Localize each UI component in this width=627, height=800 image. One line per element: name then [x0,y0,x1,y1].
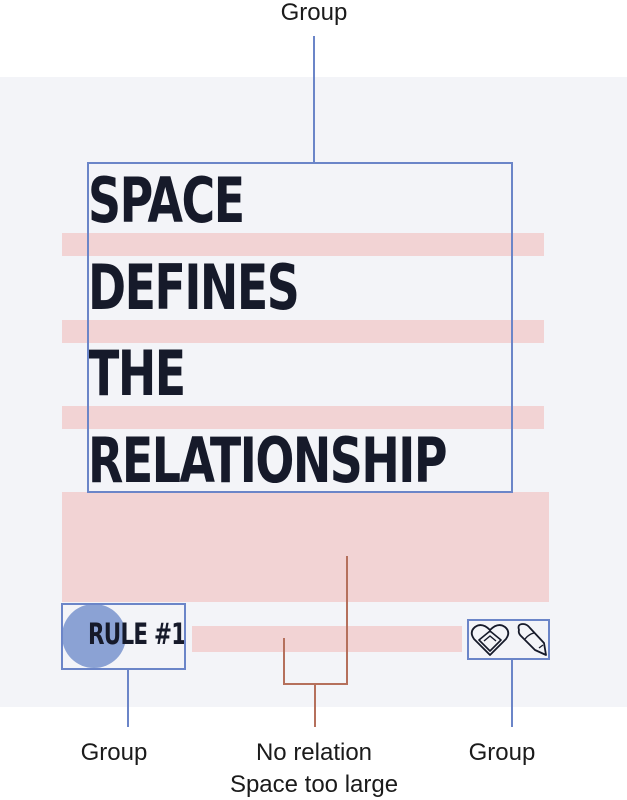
rule-label: RULE #1 [88,617,186,651]
relation-line-tall [346,556,348,685]
relation-line-stem [314,684,316,727]
bottom-right-group-caption: Group [468,739,536,766]
line-gap-band-3 [62,406,544,429]
no-relation-caption: No relation [255,739,373,766]
large-space-band [62,492,549,602]
icons-group-connector [511,659,513,727]
headline-line-1: SPACE [88,164,245,237]
line-gap-band-2 [62,320,544,343]
headline-group-outline [87,162,513,493]
top-group-caption: Group [280,0,348,26]
heart-icon [470,624,510,656]
icons-group-outline [467,619,550,660]
bottom-gap-band [192,626,462,652]
space-too-large-caption: Space too large [229,771,399,798]
bottom-left-group-caption: Group [80,739,148,766]
headline-line-2: DEFINES [88,251,300,324]
top-group-connector [313,36,315,163]
pencil-icon [517,623,547,656]
headline-line-3: THE [88,337,186,410]
poster-panel [0,77,627,707]
rule-group-outline [61,603,186,670]
line-gap-band-1 [62,233,544,256]
badge-circle [62,604,126,668]
relation-line-short [283,638,285,685]
headline-line-4: RELATIONSHIP [88,424,447,497]
rule-group-connector [127,669,129,727]
